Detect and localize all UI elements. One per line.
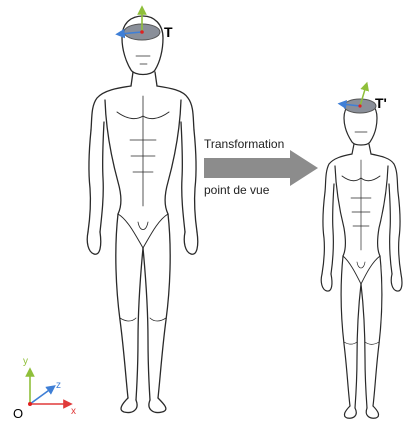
arrow-caption-line2: point de vue	[204, 183, 270, 197]
human-figure-left	[86, 15, 199, 414]
axis-label-x: x	[71, 406, 76, 417]
axis-label-y: y	[23, 356, 28, 367]
tracker-label-t: T	[164, 24, 173, 40]
tracker-disc-left-icon	[115, 5, 161, 41]
tracker-label-t-prime: T'	[375, 95, 387, 111]
origin-label: O	[13, 406, 23, 421]
right-arrow-icon	[204, 150, 318, 186]
human-figure-right	[320, 99, 403, 419]
arrow-caption-line1: Transformation	[204, 137, 284, 151]
tracker-disc-right-icon	[337, 81, 377, 114]
coordinate-axes-icon	[25, 367, 73, 409]
axis-label-z: z	[56, 380, 61, 391]
